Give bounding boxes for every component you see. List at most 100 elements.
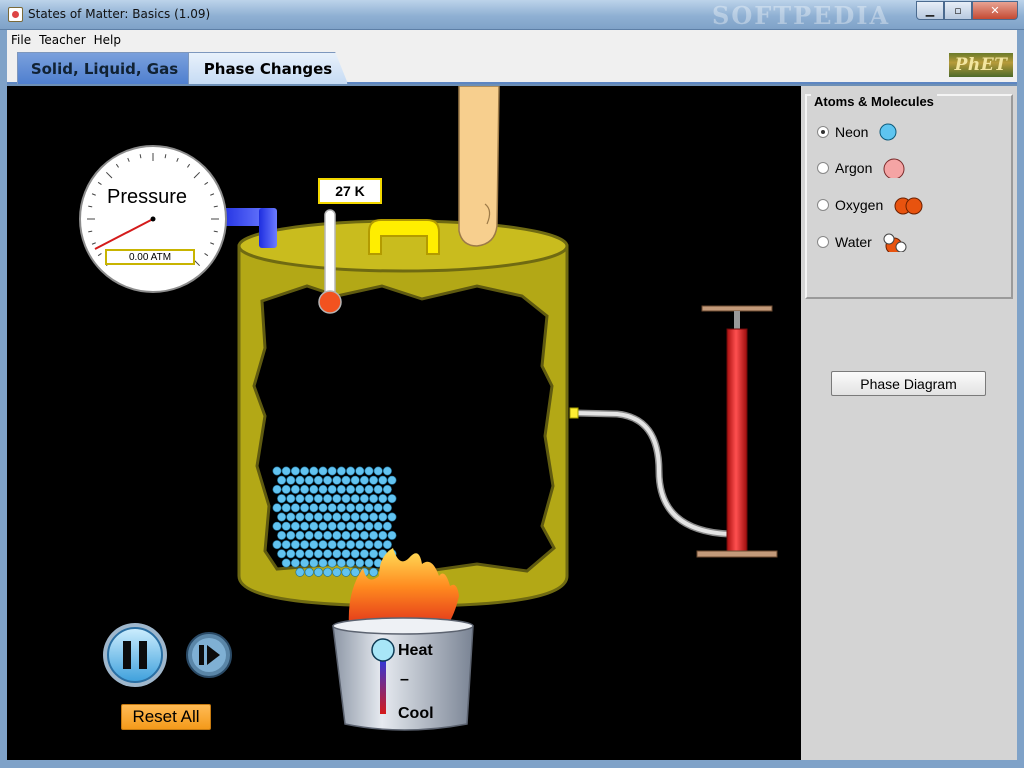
tab-solid-liquid-gas[interactable]: Solid, Liquid, Gas (17, 52, 192, 84)
oxygen-molecule-icon (894, 197, 923, 215)
neon-atom (281, 466, 291, 476)
neon-atom (323, 567, 333, 577)
neon-atom (336, 503, 346, 513)
neon-atom (300, 503, 310, 513)
reset-all-button[interactable]: Reset All (121, 704, 211, 730)
pump-hose (574, 409, 730, 538)
neon-atom (277, 494, 287, 504)
neon-atom (341, 512, 351, 522)
neon-atom (327, 484, 337, 494)
neon-atom (318, 521, 328, 531)
pressure-readout: 0.00 ATM (105, 249, 195, 265)
menu-file[interactable]: File (11, 33, 32, 47)
gauge-tick (88, 230, 93, 233)
neon-radio[interactable] (817, 126, 829, 138)
window-border-right (1017, 30, 1024, 768)
phase-diagram-button[interactable]: Phase Diagram (831, 371, 986, 396)
option-argon[interactable]: Argon (817, 158, 906, 178)
neon-atom (336, 558, 346, 568)
gauge-tick (204, 253, 209, 257)
neon-atom (350, 567, 360, 577)
option-oxygen[interactable]: Oxygen (817, 195, 925, 215)
menu-help[interactable]: Help (93, 33, 121, 47)
neon-atom (350, 549, 360, 559)
gauge-tick (97, 253, 102, 257)
neon-atom (327, 540, 337, 550)
neon-atom (295, 494, 305, 504)
heat-cool-slider-knob[interactable] (371, 638, 395, 662)
neon-atom (272, 466, 282, 476)
neon-atom (327, 503, 337, 513)
neon-atom (277, 530, 287, 540)
neon-atom (382, 466, 392, 476)
atoms-molecules-group: Atoms & Molecules Neon Argon Oxygen (805, 94, 1013, 299)
water-molecule-icon (883, 233, 907, 252)
simulation-graphics (79, 86, 778, 731)
neon-atom (378, 475, 388, 485)
option-label: Oxygen (835, 197, 884, 213)
burner-dash-label: – (400, 671, 409, 688)
neon-atom (359, 530, 369, 540)
neon-atom (359, 512, 369, 522)
neon-atom (290, 558, 300, 568)
pause-button[interactable] (103, 623, 167, 687)
argon-radio[interactable] (817, 162, 829, 174)
neon-atom (378, 494, 388, 504)
gauge-tick (187, 163, 191, 168)
finger-pusher[interactable] (458, 86, 500, 247)
gauge-tick (105, 171, 113, 179)
neon-atom (369, 530, 379, 540)
menu-teacher[interactable]: Teacher (39, 33, 86, 47)
neon-atom (281, 558, 291, 568)
neon-atom (336, 484, 346, 494)
maximize-button[interactable]: ▫ (944, 1, 972, 20)
neon-atom (346, 521, 356, 531)
option-label: Argon (835, 160, 873, 176)
neon-atom (272, 503, 282, 513)
water-radio[interactable] (817, 236, 829, 248)
neon-atom (290, 521, 300, 531)
neon-atom (309, 503, 319, 513)
neon-atom (286, 549, 296, 559)
gauge-tick (91, 193, 96, 196)
neon-atom (341, 567, 351, 577)
neon-atom (369, 512, 379, 522)
tab-phase-changes[interactable]: Phase Changes (188, 52, 348, 84)
neon-atom (341, 494, 351, 504)
gauge-tick (139, 154, 142, 159)
neon-atom (373, 503, 383, 513)
neon-atom (336, 540, 346, 550)
neon-atom (286, 475, 296, 485)
neon-atom (332, 494, 342, 504)
neon-atom (318, 484, 328, 494)
neon-atom (350, 512, 360, 522)
option-water[interactable]: Water (817, 232, 910, 252)
close-button[interactable]: ✕ (972, 1, 1018, 20)
neon-atom (382, 521, 392, 531)
title-bar: States of Matter: Basics (1.09) SOFTPEDI… (0, 0, 1024, 30)
step-forward-button[interactable] (186, 632, 232, 678)
oxygen-radio[interactable] (817, 199, 829, 211)
atoms-molecules-title: Atoms & Molecules (811, 94, 937, 109)
neon-atom (364, 466, 374, 476)
neon-atom (336, 466, 346, 476)
gauge-tick (164, 154, 167, 159)
phet-logo[interactable]: PhET (949, 53, 1013, 77)
neon-atom (332, 512, 342, 522)
neon-atom-icon (879, 123, 897, 141)
neon-atom (364, 521, 374, 531)
thermometer (318, 209, 342, 314)
neon-atom (304, 512, 314, 522)
neon-atom (350, 475, 360, 485)
neon-atom (346, 540, 356, 550)
option-neon[interactable]: Neon (817, 122, 898, 142)
window-title: States of Matter: Basics (1.09) (28, 7, 211, 21)
bicycle-pump[interactable] (696, 305, 778, 558)
neon-atom (300, 484, 310, 494)
neon-atom (318, 558, 328, 568)
minimize-button[interactable]: ▁ (916, 1, 944, 20)
neon-atom (309, 540, 319, 550)
flame (348, 548, 459, 626)
neon-atom (295, 530, 305, 540)
neon-atom (332, 549, 342, 559)
